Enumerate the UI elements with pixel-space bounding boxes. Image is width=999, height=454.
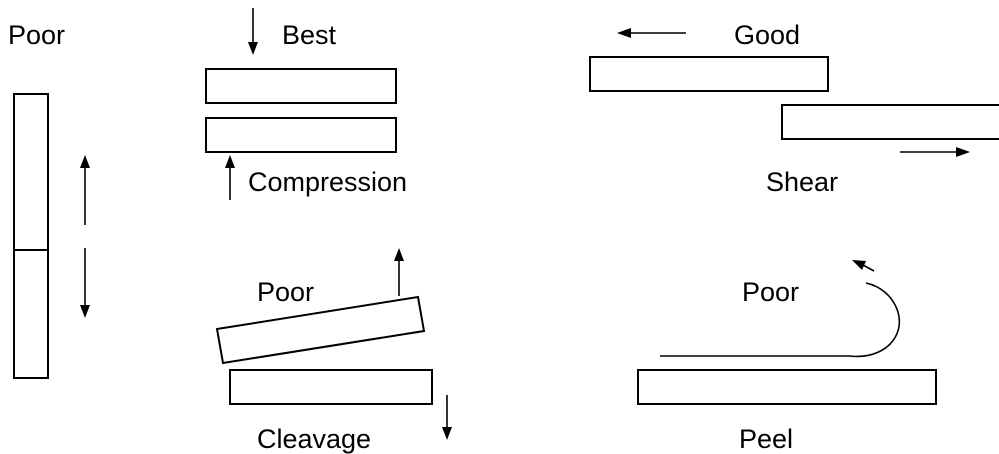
cleavage-rating-label: Poor: [257, 277, 314, 307]
shear-left-arrow: [617, 28, 686, 38]
shear-panel: Good Shear: [589, 20, 999, 197]
compression-up-arrow: [225, 155, 235, 200]
shear-name-label: Shear: [766, 167, 838, 197]
shear-lower-block: [781, 104, 999, 140]
peel-panel: Poor Peel: [637, 260, 937, 454]
compression-upper-block: [205, 68, 397, 104]
compression-down-arrow: [248, 8, 258, 55]
tension-up-arrow: [80, 155, 90, 225]
tension-panel: Poor: [8, 20, 90, 379]
cleavage-up-arrow: [394, 248, 404, 296]
compression-lower-block: [205, 117, 397, 153]
cleavage-panel: Poor Cleavage: [215, 248, 452, 454]
shear-right-arrow: [900, 147, 970, 157]
compression-rating-label: Best: [282, 20, 337, 50]
cleavage-down-arrow: [442, 395, 452, 440]
cleavage-bottom-block: [229, 369, 433, 405]
peel-rating-label: Poor: [742, 277, 799, 307]
compression-panel: Best Compression: [205, 8, 407, 200]
peel-base-block: [637, 369, 937, 405]
tension-down-arrow: [80, 248, 90, 318]
peel-name-label: Peel: [739, 424, 793, 454]
peel-return-arrow: [852, 260, 875, 272]
cleavage-name-label: Cleavage: [257, 424, 371, 454]
tension-rating-label: Poor: [8, 20, 65, 50]
cleavage-tilted-block: [215, 295, 426, 365]
peel-curved-arrow: [660, 282, 901, 358]
tension-lower-block: [13, 249, 49, 379]
compression-name-label: Compression: [248, 167, 407, 197]
tension-upper-block: [13, 93, 49, 263]
shear-rating-label: Good: [734, 20, 800, 50]
shear-upper-block: [589, 56, 829, 92]
